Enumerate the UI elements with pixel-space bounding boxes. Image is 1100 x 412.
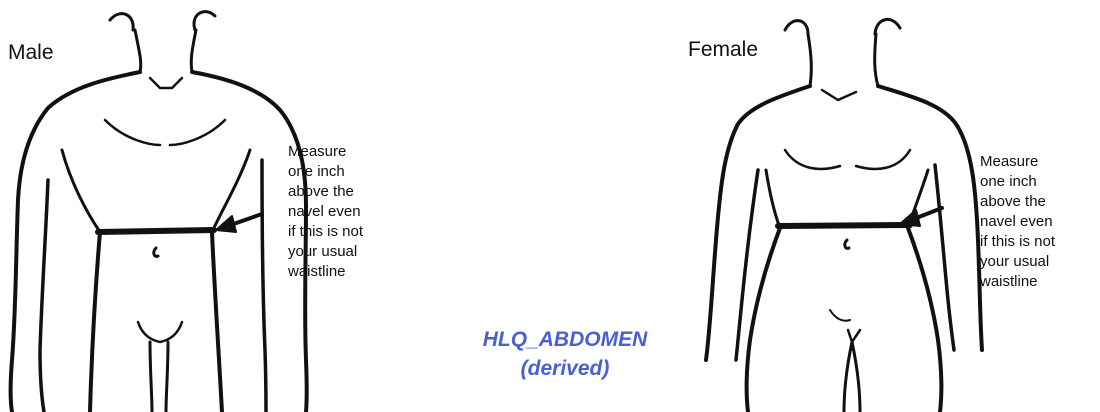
female-label: Female	[688, 38, 758, 62]
male-panel: Male Measure one inch above the navel ev…	[0, 0, 420, 412]
female-instruction-line: if this is not	[980, 232, 1100, 252]
female-instruction-line: your usual	[980, 252, 1100, 272]
female-instruction-line: waistline	[980, 272, 1100, 292]
male-instruction: Measure one inch above the navel even if…	[288, 142, 408, 282]
female-instruction-line: Measure	[980, 152, 1100, 172]
derived-variable-caption: HLQ_ABDOMEN (derived)	[460, 325, 670, 383]
female-instruction-line: above the	[980, 192, 1100, 212]
male-instruction-line: above the	[288, 182, 408, 202]
male-instruction-line: Measure	[288, 142, 408, 162]
female-instruction-line: one inch	[980, 172, 1100, 192]
male-instruction-line: one inch	[288, 162, 408, 182]
male-instruction-line: if this is not	[288, 222, 408, 242]
caption-line-1: HLQ_ABDOMEN	[460, 325, 670, 354]
female-instruction-line: navel even	[980, 212, 1100, 232]
female-instruction: Measure one inch above the navel even if…	[980, 152, 1100, 292]
female-panel: Female Measure one inch above the navel …	[680, 0, 1100, 412]
male-instruction-line: your usual	[288, 242, 408, 262]
male-instruction-line: navel even	[288, 202, 408, 222]
male-label: Male	[8, 41, 54, 65]
male-instruction-line: waistline	[288, 262, 408, 282]
caption-line-2: (derived)	[460, 354, 670, 383]
